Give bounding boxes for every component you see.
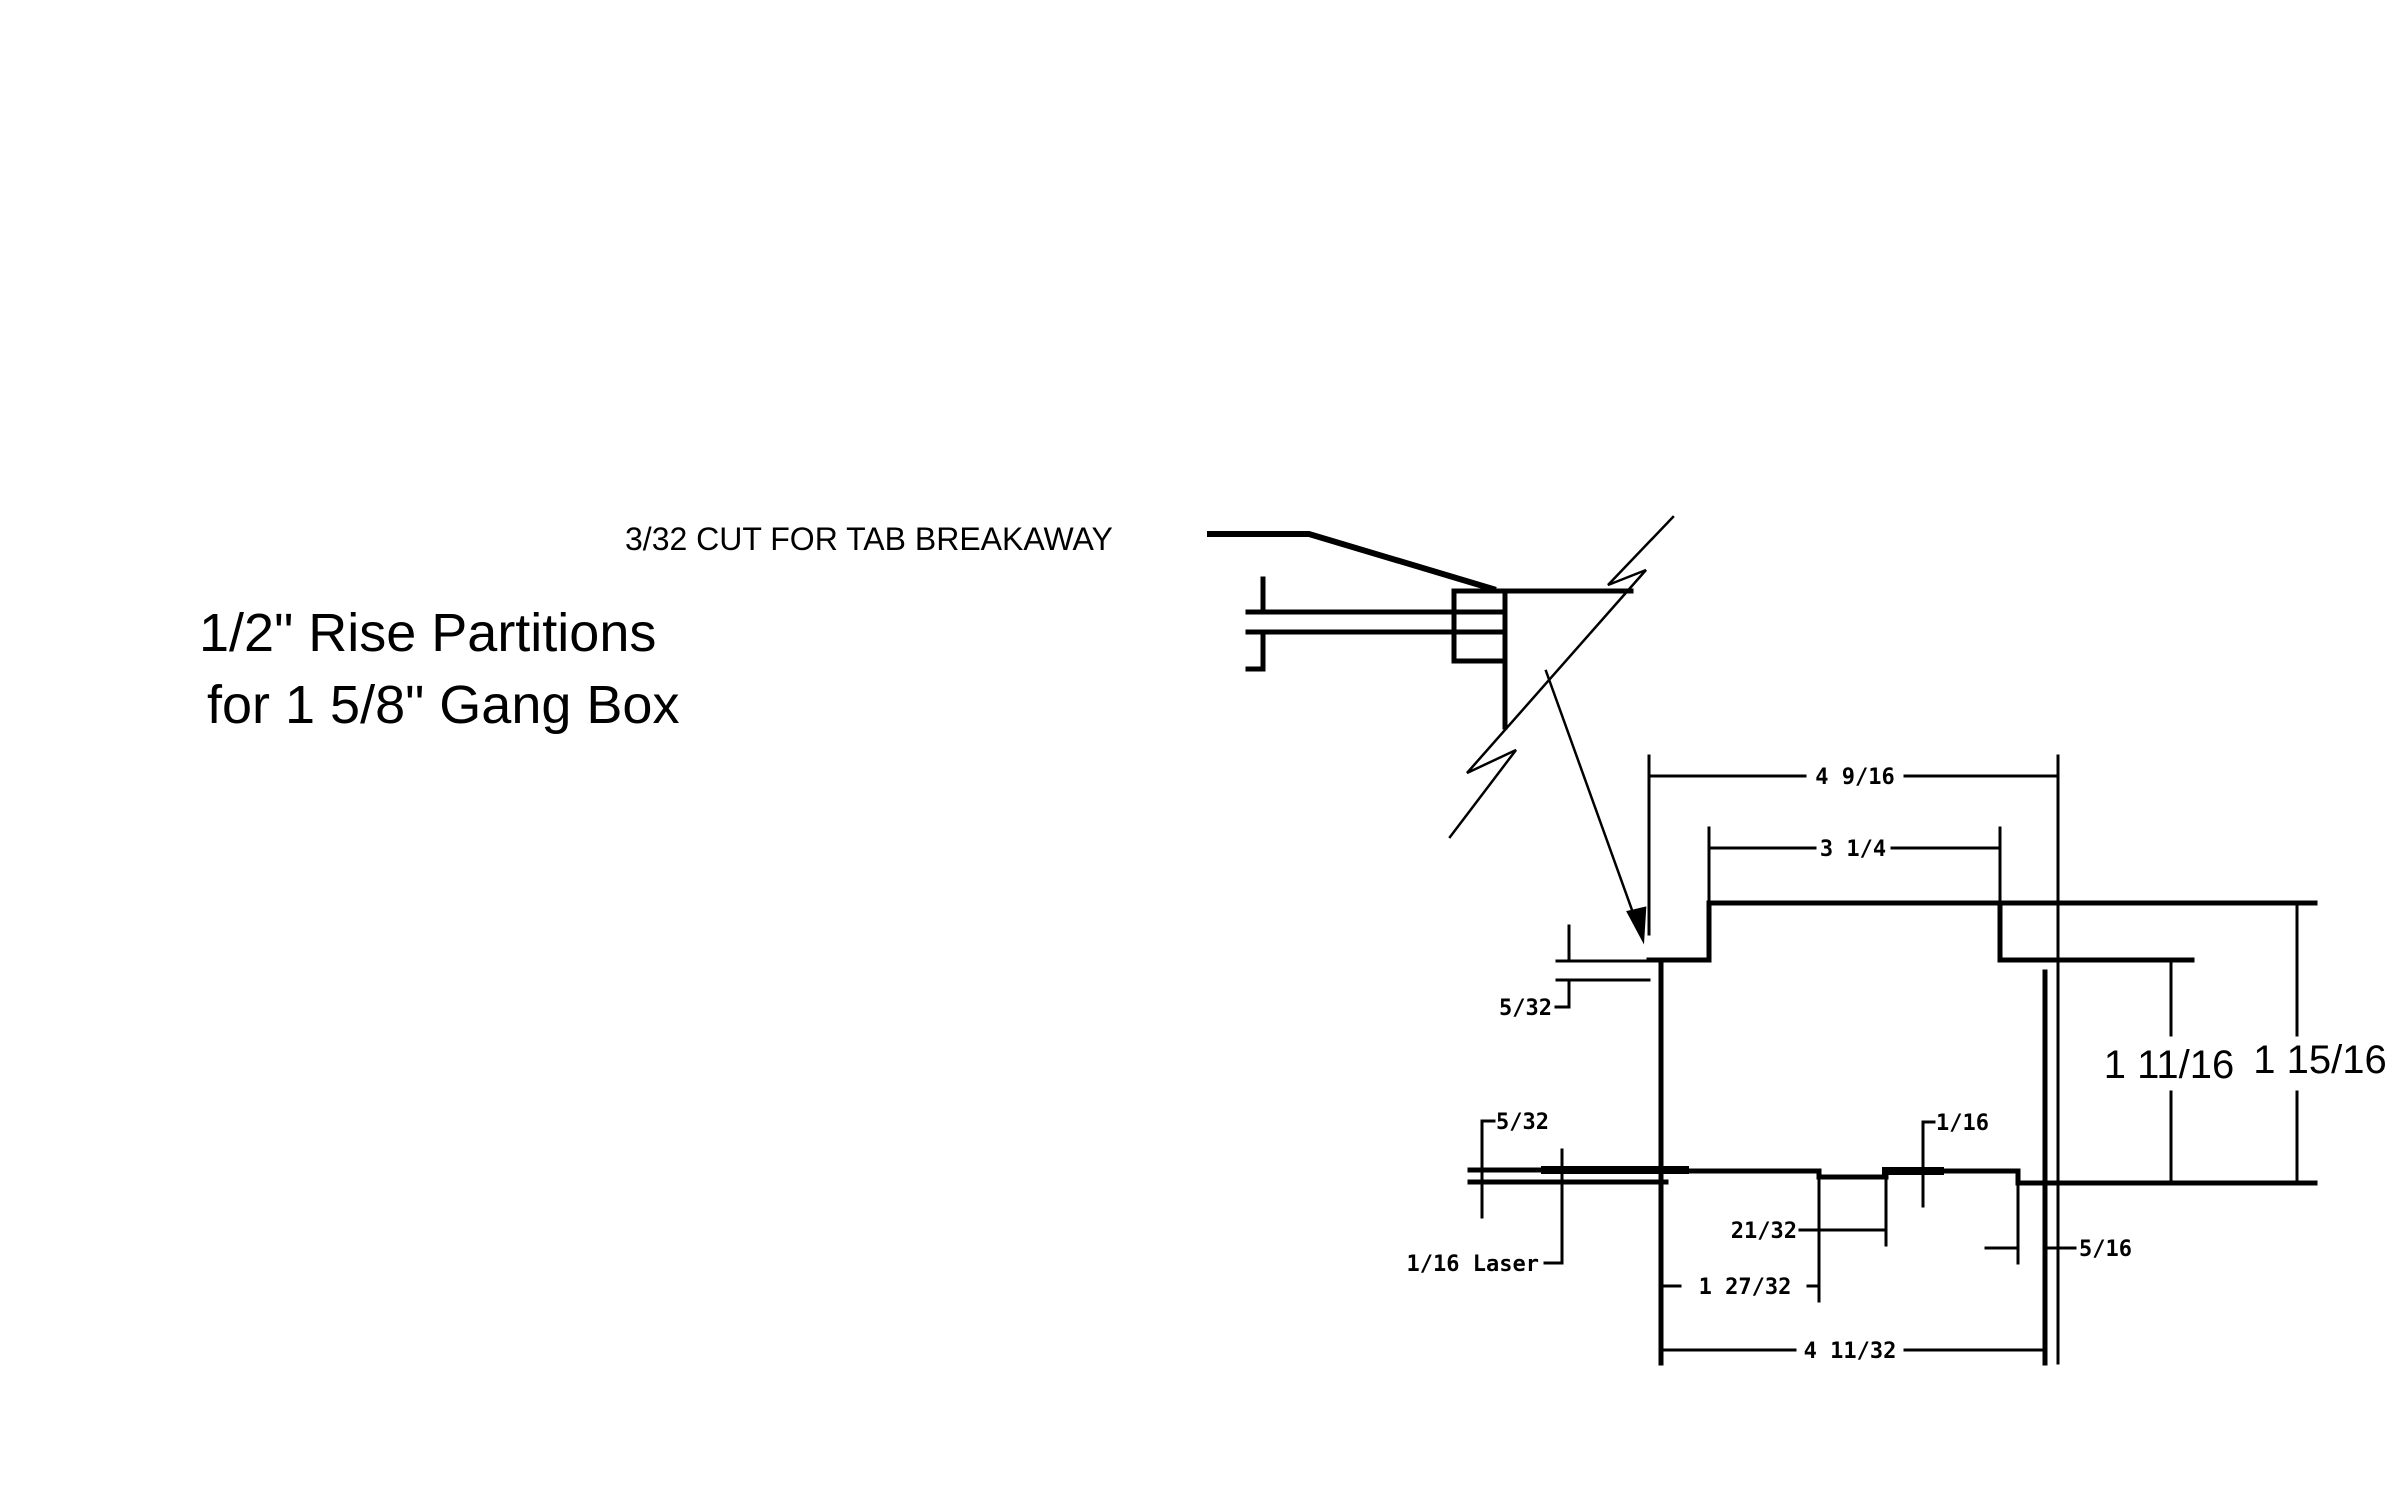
dim-top-outer: 4 9/16	[1815, 765, 1894, 790]
dim-top-inner: 3 1/4	[1820, 837, 1886, 862]
drawing-title-line1: 1/2" Rise Partitions	[199, 603, 656, 663]
callout-label: 3/32 CUT FOR TAB BREAKAWAY	[625, 521, 1113, 557]
dim-notch-offset: 1 27/32	[1699, 1275, 1792, 1300]
callout-leader	[1207, 531, 1497, 593]
dim-notch-depth: 1/16	[1936, 1111, 1989, 1136]
drawing-title-line2: for 1 5/8" Gang Box	[207, 675, 679, 735]
partition-profile	[1467, 900, 2318, 1366]
dim-left-step: 5/32	[1499, 996, 1552, 1021]
dim-bottom-width: 4 11/32	[1804, 1339, 1897, 1364]
dim-bottom-left-gap: 5/32	[1496, 1110, 1549, 1135]
dim-notch-width: 21/32	[1731, 1219, 1797, 1244]
dim-right-offset: 5/16	[2079, 1237, 2132, 1262]
break-line	[1448, 515, 1675, 945]
dim-laser: 1/16 Laser	[1407, 1252, 1539, 1277]
dim-height-inner: 1 11/16	[2104, 1043, 2235, 1087]
tab-detail	[1245, 576, 1634, 730]
dimension-lines	[1480, 754, 2299, 1365]
dim-height-outer: 1 15/16	[2253, 1038, 2386, 1082]
